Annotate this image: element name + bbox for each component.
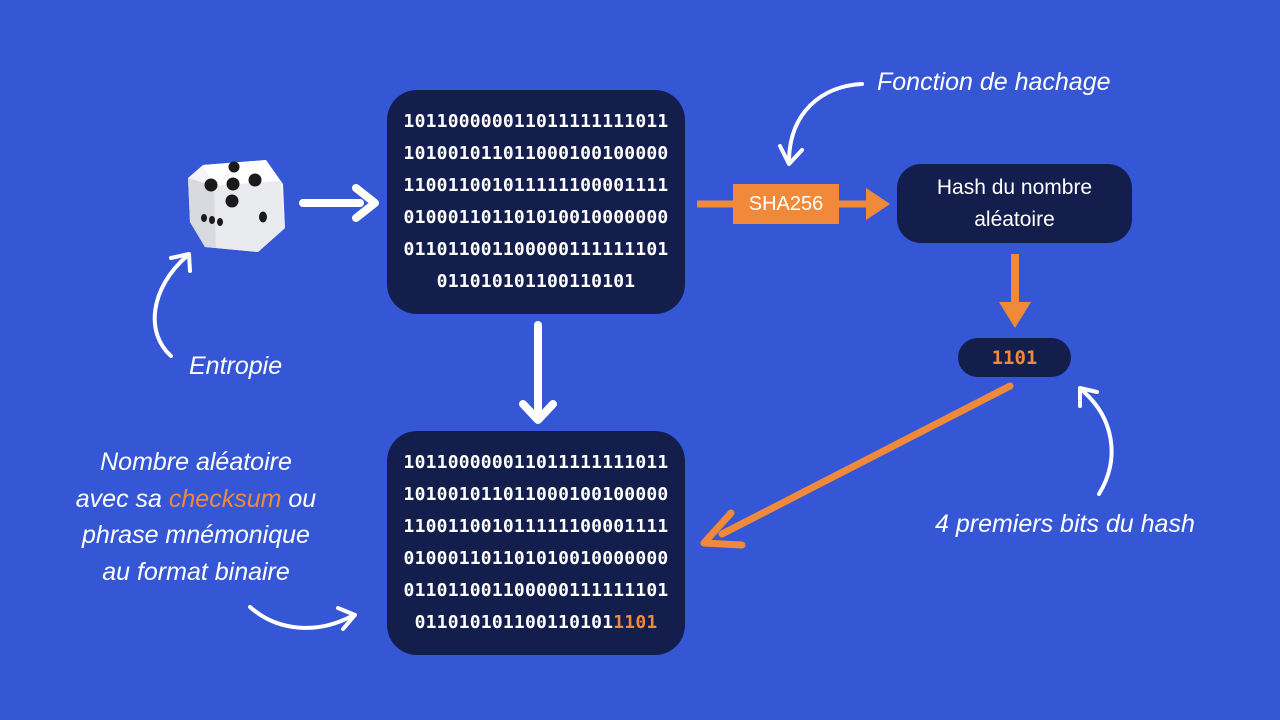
result-number-last-line: 0110101011001101011101 (415, 607, 658, 639)
result-checksum-bits: 1101 (613, 612, 658, 633)
random-number-line: 101001011011000100100000 (403, 143, 669, 164)
curve-arrow-first-bits (1078, 386, 1114, 496)
result-number-box: 101100000011011111111011 101001011011000… (387, 431, 685, 655)
first-bits-label: 4 premiers bits du hash (935, 510, 1195, 538)
arrow-hash-to-bits (999, 254, 1031, 328)
curve-arrow-entropy (152, 252, 192, 358)
checksum-bits-pill: 1101 (958, 338, 1071, 377)
arrow-number-to-hash (697, 188, 890, 220)
sha256-label: SHA256 (733, 184, 839, 224)
caption-text: avec sa (75, 484, 169, 513)
result-number-line: 011010101100110101 (414, 612, 614, 633)
entropy-label: Entropie (189, 352, 283, 380)
random-number-box: 101100000011011111111011 101001011011000… (387, 90, 685, 314)
hash-function-label: Fonction de hachage (877, 68, 1111, 96)
hash-box-line: aléatoire (974, 207, 1055, 231)
random-number-line: 010001101101010010000000 (403, 207, 669, 228)
caption-line: phrase mnémonique (82, 521, 310, 549)
random-number-line: 110011001011111100001111 (403, 175, 669, 196)
arrow-dice-to-number (299, 184, 379, 222)
arrow-bits-to-result (700, 382, 1014, 549)
arrow-number-to-result (519, 321, 557, 424)
random-number-line: 011010101100110101 (436, 271, 636, 292)
caption-line: avec sa checksum ou (54, 481, 338, 518)
checksum-highlight: checksum (168, 484, 282, 513)
dice-five-icon (188, 160, 285, 252)
caption-line: au format binaire (102, 557, 290, 586)
result-number-line: 101001011011000100100000 (403, 484, 669, 505)
result-caption: Nombre aléatoire avec sa checksum ou phr… (54, 444, 338, 590)
random-number-line: 101100000011011111111011 (403, 111, 669, 132)
result-number-line: 011011001100000111111101 (403, 580, 669, 601)
result-number-line: 101100000011011111111011 (403, 452, 669, 473)
caption-text: ou (281, 484, 317, 513)
caption-line: Nombre aléatoire (100, 448, 292, 476)
curve-arrow-hash-function (778, 82, 864, 166)
hash-box: Hash du nombre aléatoire (897, 164, 1132, 243)
result-number-line: 010001101101010010000000 (403, 548, 669, 569)
random-number-line: 011011001100000111111101 (403, 239, 669, 260)
result-number-line: 110011001011111100001111 (403, 516, 669, 537)
curve-arrow-caption (248, 605, 357, 631)
hash-box-line: Hash du nombre (936, 175, 1093, 199)
